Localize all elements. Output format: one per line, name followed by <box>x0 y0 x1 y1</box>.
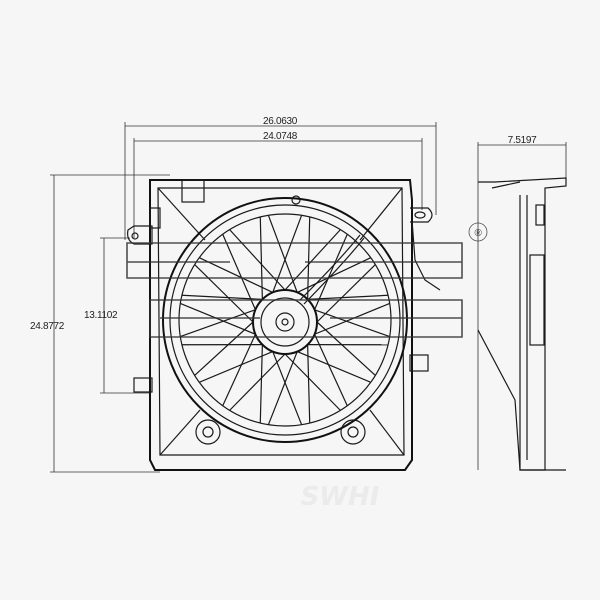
guard-spoke <box>307 344 311 424</box>
guard-spoke <box>272 351 303 425</box>
registered-mark: ® <box>474 228 482 239</box>
guard-spoke <box>194 321 254 376</box>
guard-spoke <box>296 257 372 293</box>
guard-spoke <box>267 215 298 293</box>
guard-spoke <box>314 233 348 310</box>
guard-spoke <box>181 294 263 300</box>
dimension-overall-width: 26.0630 <box>124 116 437 240</box>
dimension-depth: 7.5197 <box>477 135 567 470</box>
dimension-overall-height: 24.8772 <box>30 174 170 473</box>
seller-watermark: SWHI <box>301 482 380 512</box>
guard-spoke <box>314 302 390 335</box>
guard-spoke <box>316 264 376 323</box>
guard-spoke <box>198 351 273 383</box>
guard-spoke <box>314 309 390 338</box>
guard-spoke <box>267 351 298 425</box>
dimension-label: 26.0630 <box>263 116 298 127</box>
guard-spoke <box>307 216 311 300</box>
guard-spoke <box>314 333 348 407</box>
guard-spoke <box>259 216 263 300</box>
guard-spoke <box>297 351 372 383</box>
motor-hub <box>252 289 318 355</box>
guard-spoke <box>259 344 263 424</box>
guard-spoke <box>307 294 389 300</box>
guard-spoke <box>222 233 256 310</box>
dimension-label: 24.8772 <box>30 321 65 332</box>
mounting-bosses <box>195 419 366 445</box>
guard-spoke <box>180 302 256 335</box>
side-view <box>477 177 567 471</box>
guard-spoke <box>284 229 341 291</box>
fan-shroud-ring <box>162 195 408 443</box>
dimension-mount-height: 13.1102 <box>84 237 150 394</box>
guard-spoke <box>316 321 376 376</box>
dimension-label: 24.0748 <box>263 131 298 142</box>
guard-spoke <box>222 333 256 407</box>
dimension-label: 13.1102 <box>84 310 118 321</box>
dimension-mount-width: 24.0748 <box>133 131 423 238</box>
guard-spoke <box>180 309 256 338</box>
guard-spoke <box>229 229 286 291</box>
guard-spoke <box>194 264 254 323</box>
dimension-label: 7.5197 <box>508 135 538 146</box>
guard-spoke <box>198 257 274 293</box>
guard-spoke <box>229 353 286 411</box>
fan-guard-spokes <box>180 215 390 425</box>
guard-spoke <box>272 215 303 293</box>
guard-spoke <box>284 353 341 411</box>
tyc-logo-watermark: ® <box>126 222 488 338</box>
shroud-frame <box>127 179 433 471</box>
